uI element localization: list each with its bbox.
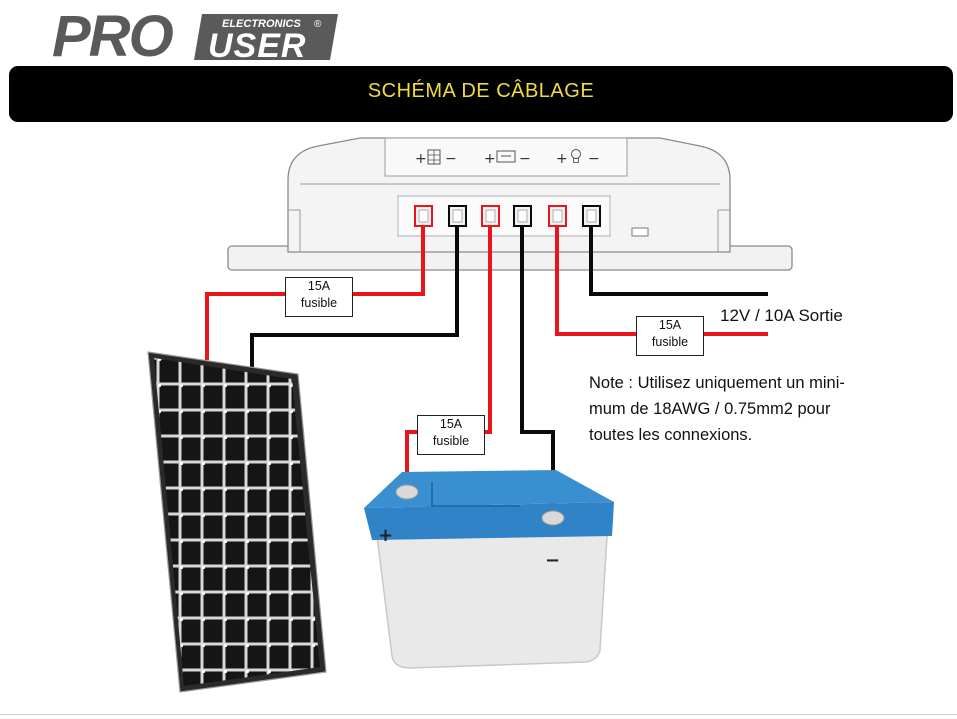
solar-panel-icon <box>427 149 441 165</box>
port-label-panel: + − <box>415 149 457 167</box>
prouser-logo: PRO ELECTRONICS ® USER <box>52 6 338 62</box>
wire-panel-negative <box>250 216 459 370</box>
battery-post-positive <box>395 484 419 500</box>
fuse-load-label: 15A fusible <box>636 316 704 356</box>
port-load-plus: + <box>556 151 568 167</box>
port-label-load: + − <box>556 149 600 167</box>
logo-user-panel <box>194 14 338 60</box>
wire-load-negative <box>589 216 768 296</box>
output-label: 12V / 10A Sortie <box>720 306 843 325</box>
battery-icon <box>496 150 516 163</box>
fuse-battery-text: fusible <box>432 434 470 448</box>
banner-title: SCHÉMA DE CÂBLAGE <box>367 80 595 102</box>
bottom-divider <box>0 714 957 715</box>
battery-minus-mark: − <box>545 550 560 571</box>
battery-case <box>374 519 609 669</box>
battery-lid-front <box>364 502 614 540</box>
logo-pro: PRO <box>52 6 174 62</box>
bulb-icon <box>571 149 581 163</box>
note-line-3: toutes les connexions. <box>589 426 753 444</box>
note-line-2: mum de 18AWG / 0.75mm2 pour <box>589 400 831 418</box>
fuse-load-rating: 15A <box>658 318 682 332</box>
logo-user: USER <box>208 27 306 62</box>
fuse-panel-label: 15A fusible <box>285 277 353 317</box>
wiring-diagram: + − + − + − <box>147 137 793 693</box>
port-panel-minus: − <box>445 151 457 167</box>
solar-panel <box>147 351 327 693</box>
logo-registered: ® <box>314 19 322 30</box>
battery-lid-ridge <box>431 482 520 507</box>
charge-controller <box>227 137 793 271</box>
controller-right-notch <box>717 209 730 252</box>
fuse-battery-label: 15A fusible <box>417 415 485 455</box>
port-label-battery: + − <box>484 150 531 167</box>
battery: + − <box>364 470 614 669</box>
section-banner: SCHÉMA DE CÂBLAGE <box>9 66 953 122</box>
battery-post-negative <box>541 510 565 526</box>
battery-lid-top <box>364 470 614 508</box>
logo-electronics: ELECTRONICS <box>222 18 302 30</box>
controller-terminal-block <box>397 195 611 237</box>
fuse-panel-text: fusible <box>300 296 338 310</box>
controller-terminals <box>414 205 601 227</box>
controller-status-led <box>631 227 649 237</box>
battery-plus-mark: + <box>378 525 393 546</box>
fuse-battery-rating: 15A <box>439 417 463 431</box>
fuse-panel-rating: 15A <box>307 279 331 293</box>
note-line-1: Note : Utilisez uniquement un mini- <box>589 374 845 392</box>
controller-left-notch <box>288 209 301 252</box>
solar-panel-cells <box>154 358 320 686</box>
port-load-minus: − <box>588 151 600 167</box>
controller-label-plate <box>384 137 628 177</box>
fuse-load-text: fusible <box>651 335 689 349</box>
port-panel-plus: + <box>415 151 427 167</box>
port-battery-plus: + <box>484 151 496 167</box>
port-battery-minus: − <box>519 151 531 167</box>
wiring-note: Note : Utilisez uniquement un mini- mum … <box>589 370 909 448</box>
